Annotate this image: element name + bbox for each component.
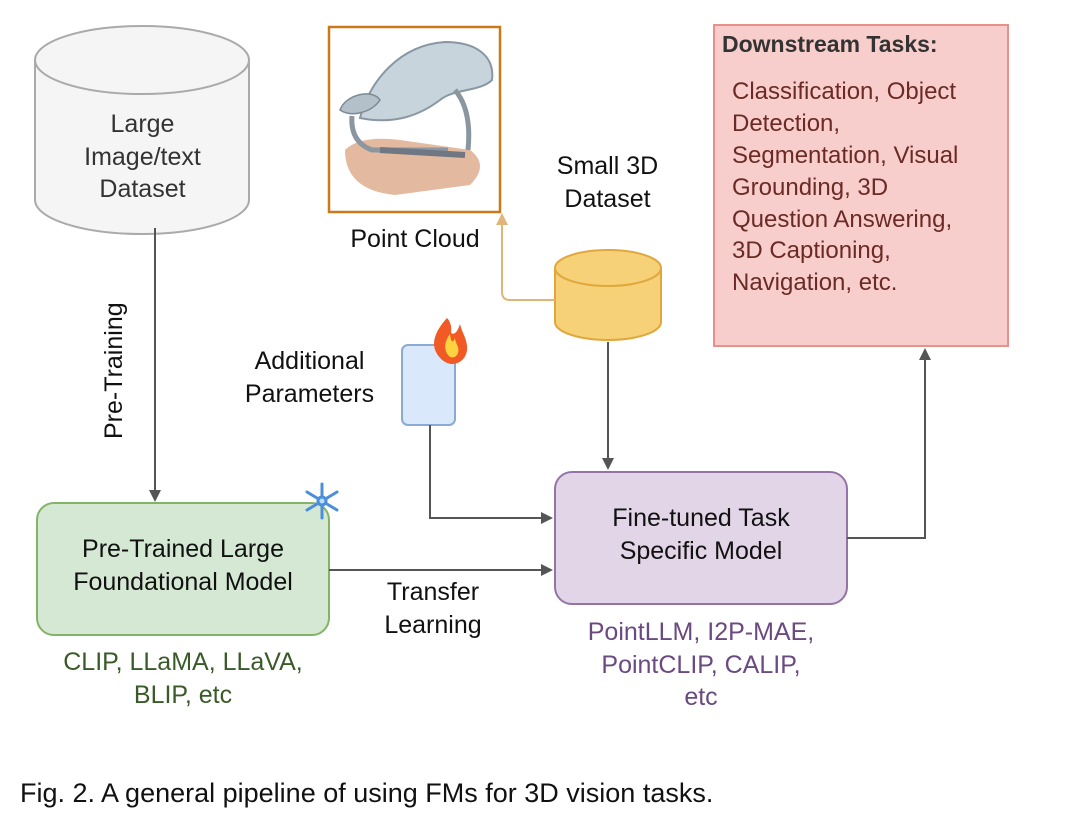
finetuned-model-line: Fine-tuned Task <box>612 504 790 532</box>
large-dataset-line: Dataset <box>99 175 186 203</box>
downstream-tasks-content: Downstream Tasks: Classification, Object… <box>722 30 1004 299</box>
downstream-tasks-box <box>713 24 1009 347</box>
additional-parameters-label: Additional Parameters <box>222 345 397 410</box>
transfer-learning-label: Transfer Learning <box>358 576 508 641</box>
pretrained-model-line: Pre-Trained Large <box>82 535 284 563</box>
downstream-line: Classification, Object <box>732 77 957 105</box>
pretrained-model-examples: CLIP, LLaMA, LLaVA, BLIP, etc <box>37 646 329 711</box>
large-dataset-line: Large <box>110 110 175 138</box>
pretrained-model-title: Pre-Trained Large Foundational Model <box>37 533 329 598</box>
pretraining-label-wrapper <box>96 290 130 450</box>
additional-parameters-line: Parameters <box>244 379 375 408</box>
additional-parameters-line: Additional <box>254 347 365 375</box>
small-dataset-line: Dataset <box>564 184 651 213</box>
downstream-line: Grounding, 3D <box>732 173 889 201</box>
finetuned-model-line: Specific Model <box>619 536 783 565</box>
downstream-line: Detection, <box>732 109 841 137</box>
point-cloud-image <box>327 25 502 214</box>
small-dataset-label: Small 3D Dataset <box>525 150 690 215</box>
point-cloud-label: Point Cloud <box>350 225 480 253</box>
point-cloud-arrow <box>496 213 555 301</box>
transfer-learning-line: Learning <box>384 610 482 639</box>
finetuned-example-line: PointCLIP, CALIP, <box>601 650 801 679</box>
downstream-line: Segmentation, Visual <box>732 141 959 169</box>
downstream-line: 3D Captioning, <box>732 237 891 265</box>
pretrained-example-line: CLIP, LLaMA, LLaVA, <box>63 648 303 676</box>
large-dataset-cylinder <box>34 25 250 235</box>
large-dataset-line: Image/text <box>84 142 201 171</box>
additional-parameters-box <box>401 344 456 426</box>
downstream-arrow <box>847 348 931 539</box>
small-dataset-cylinder <box>554 249 662 341</box>
figure-caption: Fig. 2. A general pipeline of using FMs … <box>20 778 714 808</box>
pretrained-example-line: BLIP, etc <box>133 680 233 709</box>
large-dataset-label: Large Image/text Dataset <box>40 108 245 206</box>
pretrained-model-line: Foundational Model <box>73 567 293 596</box>
fire-icon <box>434 318 468 364</box>
finetuned-model-examples: PointLLM, I2P-MAE, PointCLIP, CALIP, etc <box>540 616 862 714</box>
additional-params-arrow <box>429 425 553 524</box>
finetuned-example-line: etc <box>684 683 718 711</box>
downstream-line: Question Answering, <box>732 205 953 233</box>
downstream-line: Navigation, etc. <box>732 269 898 297</box>
finetuned-example-line: PointLLM, I2P-MAE, <box>587 618 815 646</box>
downstream-title: Downstream Tasks: <box>722 31 938 57</box>
small-dataset-line: Small 3D <box>556 152 659 180</box>
downstream-list: Classification, Object Detection, Segmen… <box>722 76 1004 299</box>
transfer-learning-line: Transfer <box>386 578 480 606</box>
snowflake-icon <box>305 482 339 520</box>
finetuned-model-title: Fine-tuned Task Specific Model <box>555 502 847 567</box>
